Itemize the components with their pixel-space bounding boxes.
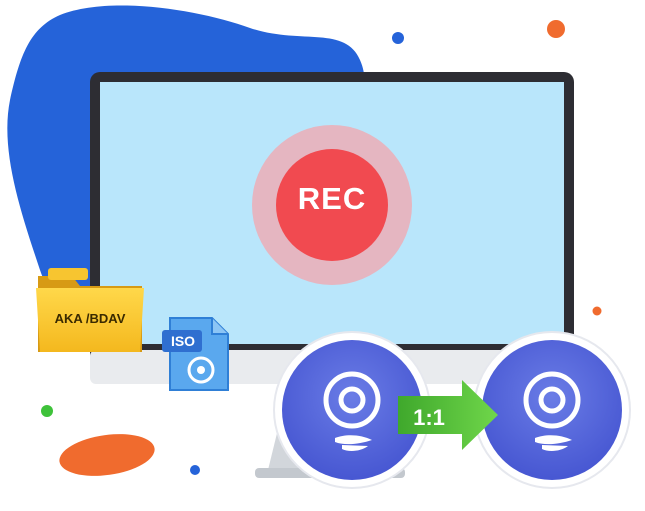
decor-orange-blob [59,434,155,476]
arrow-right-icon [398,380,498,450]
decor-dot-orange-top [547,20,565,38]
decor-dot-green-left [41,405,53,417]
decor-dot-blue-top [392,32,404,44]
iso-file-label: ISO [170,333,196,349]
blu-ray-logo-source [335,435,372,451]
blu-ray-logo-target [535,435,572,451]
iso-badge [162,330,202,352]
decor-dot-blue-bottom [190,465,200,475]
copy-ratio-label: 1:1 [413,405,445,430]
folder-label: AKA /BDAV [54,311,126,326]
decor-dot-orange-right [592,306,602,316]
folder-tab [48,268,88,280]
iso-disc-graphic [187,356,215,384]
record-button [276,149,388,261]
folder-icon [36,288,144,352]
record-label: REC [297,181,367,216]
